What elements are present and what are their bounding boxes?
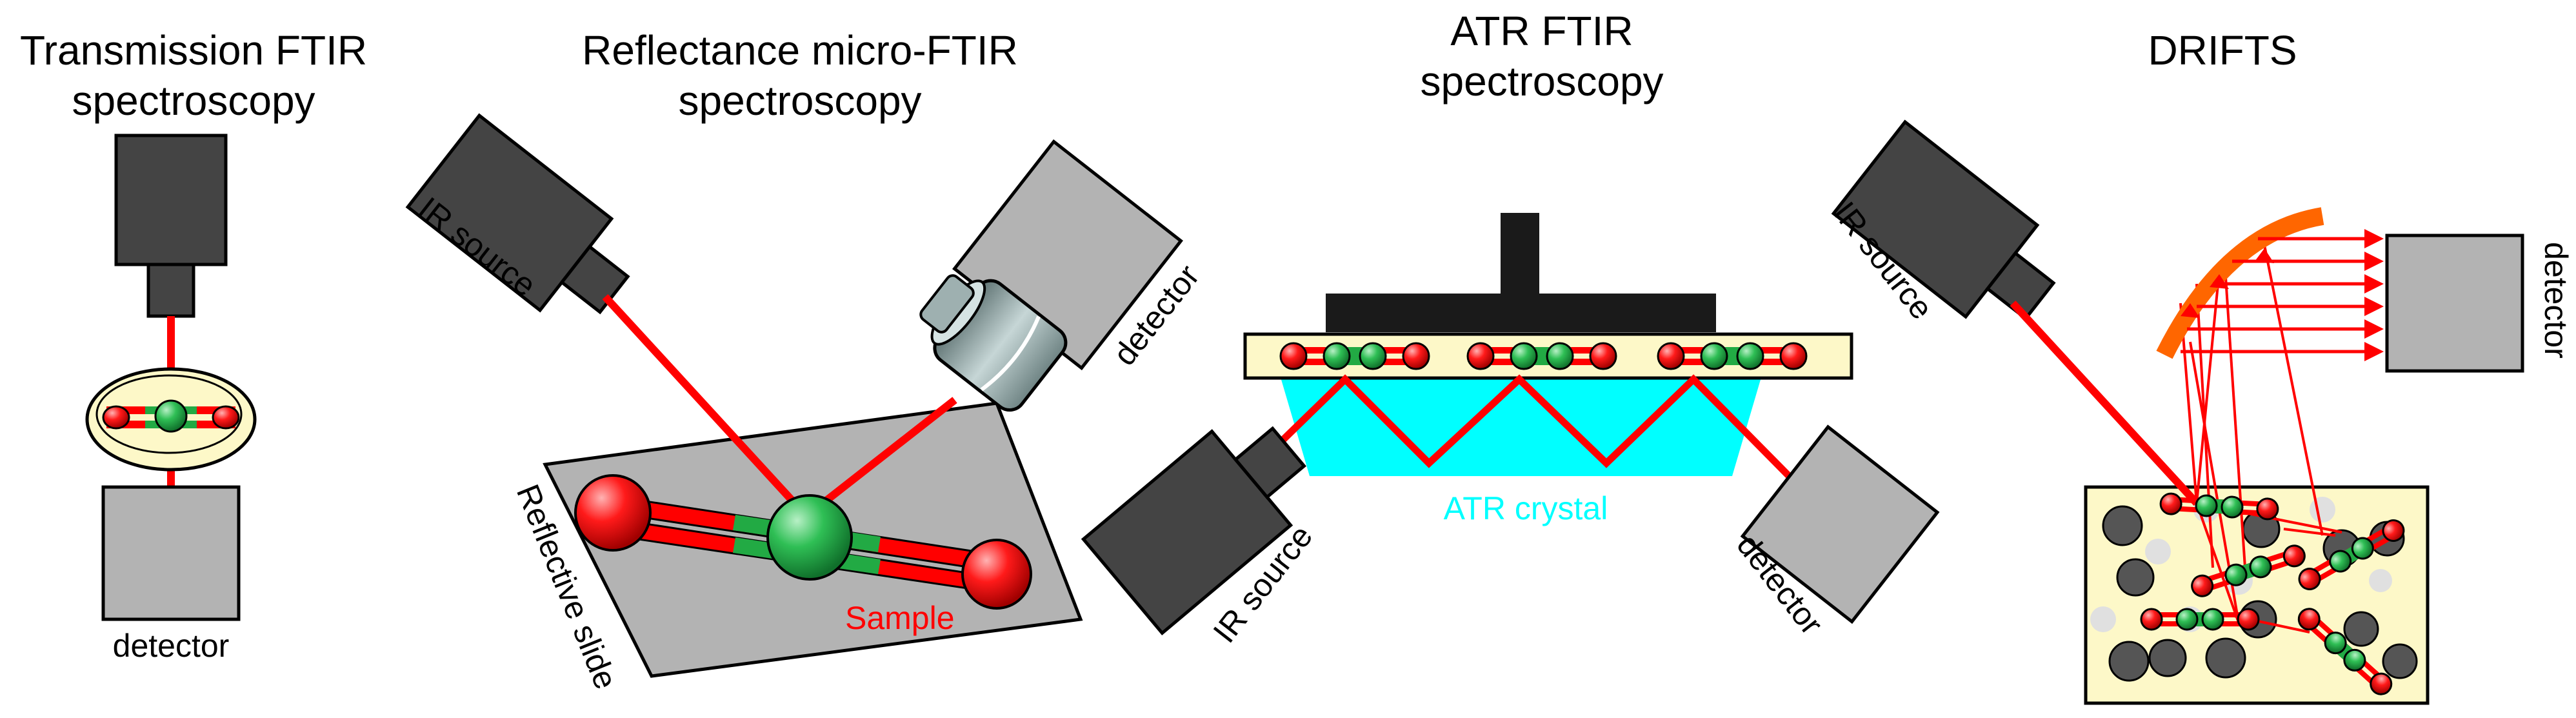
drifts-mirror: [2156, 207, 2324, 359]
atr-press-arm: [1501, 213, 1539, 297]
reflectance-molecule: [574, 474, 1032, 610]
atr-title: ATR FTIR: [1450, 8, 1633, 54]
drifts-detector: [2385, 234, 2524, 373]
transmission-molecule: [102, 399, 240, 433]
atr-crystal: [1281, 377, 1761, 476]
objective-lens: [919, 274, 1068, 412]
transmission-title-line2: spectroscopy: [72, 77, 315, 124]
atr-molecules: [1279, 342, 1808, 370]
atr-crystal-label: ATR crystal: [1444, 490, 1608, 526]
reflectance-ir-source: [405, 113, 630, 315]
atr-panel: ATR FTIR spectroscopy ATR crystal: [1081, 8, 1940, 650]
drifts-mirror-arrows: [2181, 248, 2274, 318]
drifts-collimated-beams: [2181, 229, 2384, 361]
reflectance-panel: Reflectance micro-FTIR spectroscopy Refl…: [405, 27, 1206, 694]
atr-press-plate: [1326, 294, 1716, 332]
drifts-molecules: [2140, 492, 2405, 695]
transmission-panel: Transmission FTIR spectroscopy detector: [20, 27, 367, 664]
drifts-panel: DRIFTS IR source: [1826, 27, 2574, 705]
drifts-title: DRIFTS: [2148, 27, 2297, 74]
transmission-ir-source: [114, 134, 228, 318]
sample-label: Sample: [845, 600, 955, 636]
atr-title-line2: spectroscopy: [1420, 58, 1663, 105]
reflectance-title: Reflectance micro-FTIR: [582, 27, 1018, 74]
drifts-ir-source: [1831, 119, 2056, 321]
atr-detector: [1740, 424, 1940, 624]
transmission-detector: [101, 485, 241, 621]
atr-ir-source: [1081, 426, 1306, 635]
reflectance-title-line2: spectroscopy: [678, 77, 921, 124]
atr-beam: [1268, 374, 1796, 483]
reflectance-reflected-beam: [804, 397, 957, 519]
transmission-detector-label: detector: [113, 628, 230, 664]
reflectance-incident-beam: [602, 294, 810, 519]
drifts-detector-label: detector: [2538, 242, 2574, 359]
transmission-title: Transmission FTIR: [20, 27, 367, 74]
